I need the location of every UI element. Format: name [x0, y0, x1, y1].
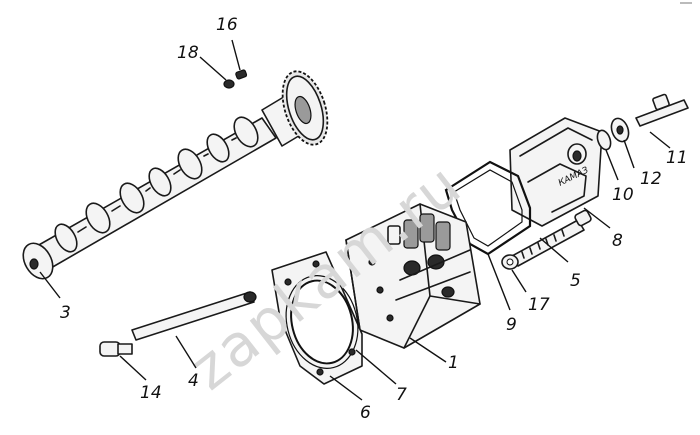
fastener-16	[235, 69, 248, 80]
long-bolt-5	[511, 209, 592, 267]
bolt-14	[99, 341, 133, 357]
corner-mark	[680, 2, 692, 4]
callout-5: 5	[570, 271, 581, 291]
head-gasket	[271, 251, 363, 385]
pushrod	[131, 291, 257, 341]
valve-gear	[395, 213, 471, 301]
callout-7: 7	[396, 385, 407, 405]
camshaft-lobes	[54, 116, 259, 253]
fastener-18	[223, 79, 235, 89]
valve-cover: КАМАЗ	[509, 117, 603, 227]
callout-labels: 3 18 16 11 12 10 8 5 17 9 1 7 6 4 14	[60, 15, 688, 423]
camshaft-gear	[281, 70, 329, 146]
callout-17: 17	[528, 295, 550, 315]
callout-1: 1	[448, 353, 459, 373]
callout-10: 10	[612, 185, 634, 205]
washer-17	[501, 254, 519, 270]
callout-14: 14	[140, 383, 162, 403]
callout-9: 9	[506, 315, 517, 335]
callout-6: 6	[360, 403, 371, 423]
callout-18: 18	[177, 43, 199, 63]
washer-12	[610, 117, 630, 143]
bolt-11	[635, 93, 689, 127]
camshaft	[22, 70, 329, 280]
callout-3: 3	[60, 303, 71, 323]
callout-12: 12	[640, 169, 662, 189]
leader-lines	[39, 39, 671, 401]
cylinder-head	[345, 203, 481, 349]
callout-11: 11	[666, 148, 688, 168]
callout-16: 16	[216, 15, 238, 35]
callout-4: 4	[188, 371, 199, 391]
washer-10	[596, 129, 612, 151]
callout-8: 8	[612, 231, 623, 251]
